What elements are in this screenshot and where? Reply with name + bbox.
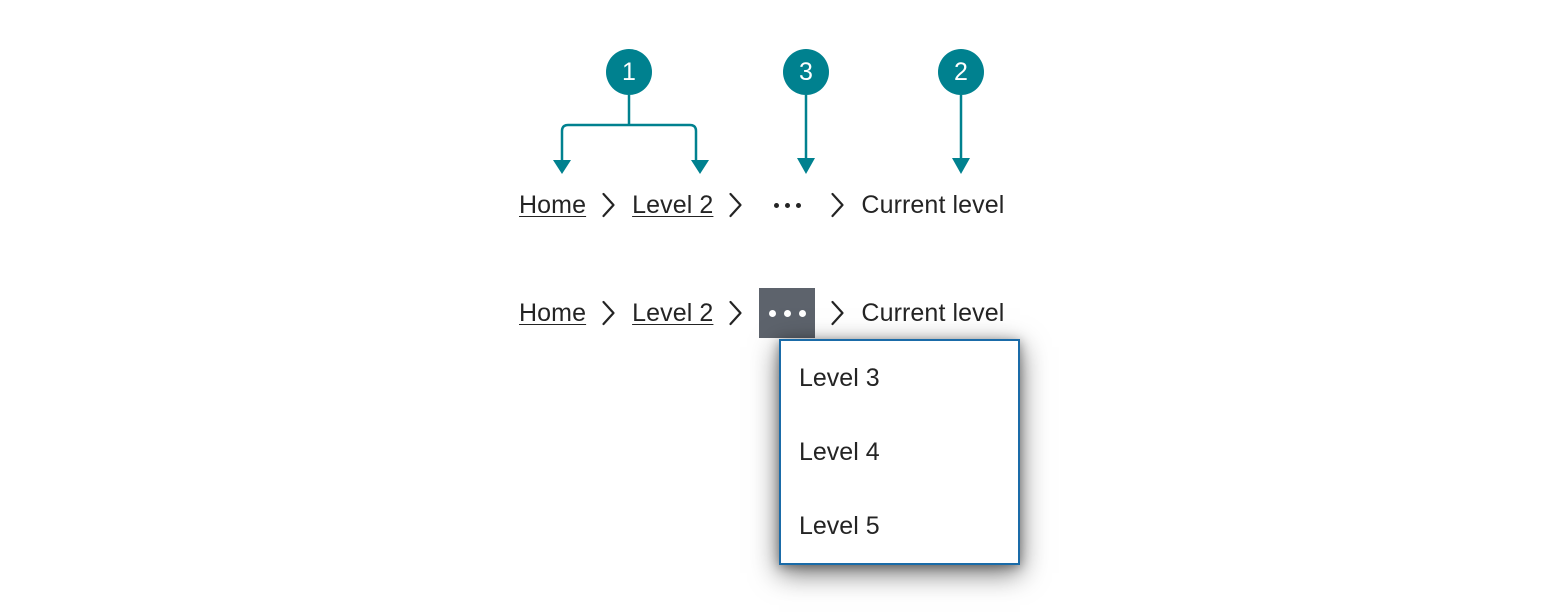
breadcrumb-overflow-menu: Level 3 Level 4 Level 5	[779, 339, 1020, 565]
breadcrumb-item-level-2[interactable]: Level 2	[632, 190, 714, 219]
overflow-menu-item-label: Level 4	[799, 437, 880, 466]
callout-1-fork	[560, 123, 698, 163]
ellipsis-dot	[768, 309, 776, 317]
callout-1-arrow-right	[691, 160, 709, 174]
chevron-right-icon	[815, 291, 861, 335]
callout-badge-1-number: 1	[622, 57, 636, 86]
breadcrumb-item-current-level: Current level	[861, 298, 1005, 327]
callout-2-arrow	[952, 158, 970, 174]
breadcrumb-item-home[interactable]: Home	[519, 298, 587, 327]
breadcrumb-with-open-overflow: Home Level 2 Current level	[519, 288, 1005, 338]
ellipsis-dot	[795, 202, 801, 208]
breadcrumb-item-home[interactable]: Home	[519, 190, 587, 219]
callout-3-arrow	[797, 158, 815, 174]
overflow-menu-item-level-3[interactable]: Level 3	[781, 341, 1018, 415]
chevron-right-icon	[815, 183, 861, 227]
callout-badge-2: 2	[938, 49, 984, 95]
breadcrumb-overflow-ellipsis-icon-active[interactable]	[759, 288, 816, 338]
callout-badge-3-number: 3	[799, 57, 813, 86]
breadcrumb-overflow-ellipsis-icon[interactable]	[759, 183, 815, 227]
callout-badge-1: 1	[606, 49, 652, 95]
overflow-menu-item-label: Level 5	[799, 511, 880, 540]
breadcrumb-default: Home Level 2 Current level	[519, 183, 1004, 227]
chevron-right-icon	[713, 183, 759, 227]
breadcrumb-item-level-2[interactable]: Level 2	[632, 298, 714, 327]
overflow-menu-item-level-5[interactable]: Level 5	[781, 489, 1018, 563]
chevron-right-icon	[586, 291, 632, 335]
overflow-menu-item-level-4[interactable]: Level 4	[781, 415, 1018, 489]
chevron-right-icon	[586, 183, 632, 227]
breadcrumb-item-current-level: Current level	[861, 190, 1005, 219]
chevron-right-icon	[713, 291, 759, 335]
ellipsis-dot	[773, 202, 779, 208]
ellipsis-dot	[783, 309, 791, 317]
ellipsis-dot	[798, 309, 806, 317]
callout-badge-2-number: 2	[954, 57, 968, 86]
overflow-menu-item-label: Level 3	[799, 363, 880, 392]
callout-badge-3: 3	[783, 49, 829, 95]
ellipsis-dot	[784, 202, 790, 208]
callout-1-arrow-left	[553, 160, 571, 174]
